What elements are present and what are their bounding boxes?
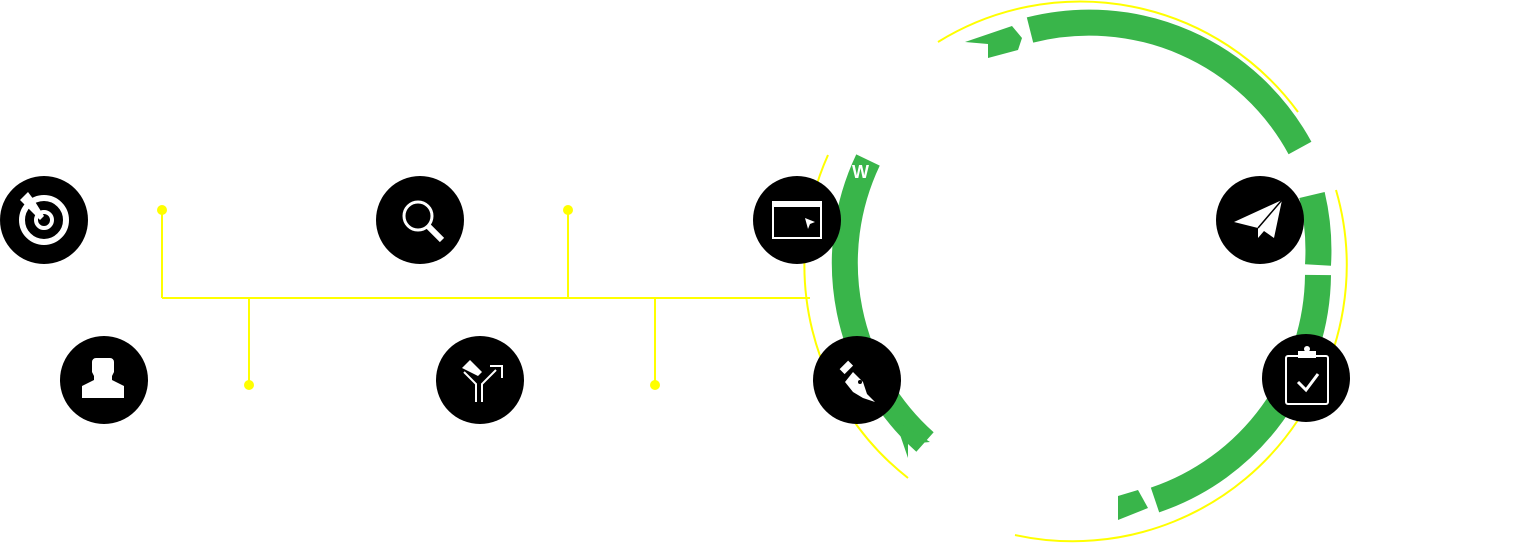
node-branch[interactable] xyxy=(436,336,524,424)
user-silhouette-icon xyxy=(82,358,124,398)
green-arrow-heads xyxy=(895,26,1148,520)
yellow-arc-top xyxy=(937,0,1299,113)
timeline-dot xyxy=(563,205,573,215)
node-search[interactable] xyxy=(376,176,464,264)
arrow-head-top xyxy=(965,26,1022,58)
green-arc-right-lower xyxy=(1150,274,1331,513)
browser-window-cursor-icon xyxy=(772,201,822,239)
branch-arrow-icon xyxy=(462,360,503,402)
timeline-connector xyxy=(161,210,810,385)
node-clipboard[interactable] xyxy=(1262,334,1350,422)
target-arrow-icon xyxy=(19,192,69,245)
search-icon xyxy=(402,200,445,243)
arrow-head-left xyxy=(895,420,930,458)
node-pen[interactable] xyxy=(813,336,901,424)
green-cycle-ring xyxy=(831,9,1332,513)
arrow-head-bottom xyxy=(1118,490,1148,520)
green-arc-left xyxy=(831,154,934,452)
timeline-dots xyxy=(157,205,660,390)
green-arc-right-upper xyxy=(1299,192,1332,266)
timeline-dot xyxy=(650,380,660,390)
node-send[interactable] xyxy=(1216,176,1304,264)
node-user[interactable] xyxy=(60,336,148,424)
yellow-arc-right xyxy=(1014,189,1348,543)
green-arc-top xyxy=(1026,9,1312,155)
ring-label: W xyxy=(852,162,869,182)
node-target[interactable] xyxy=(0,176,88,264)
paper-plane-icon xyxy=(1234,199,1283,238)
node-browser[interactable] xyxy=(753,176,841,264)
timeline-dot xyxy=(157,205,167,215)
timeline-dot xyxy=(244,380,254,390)
clipboard-check-icon xyxy=(1285,346,1329,405)
pen-nib-icon xyxy=(839,360,875,402)
